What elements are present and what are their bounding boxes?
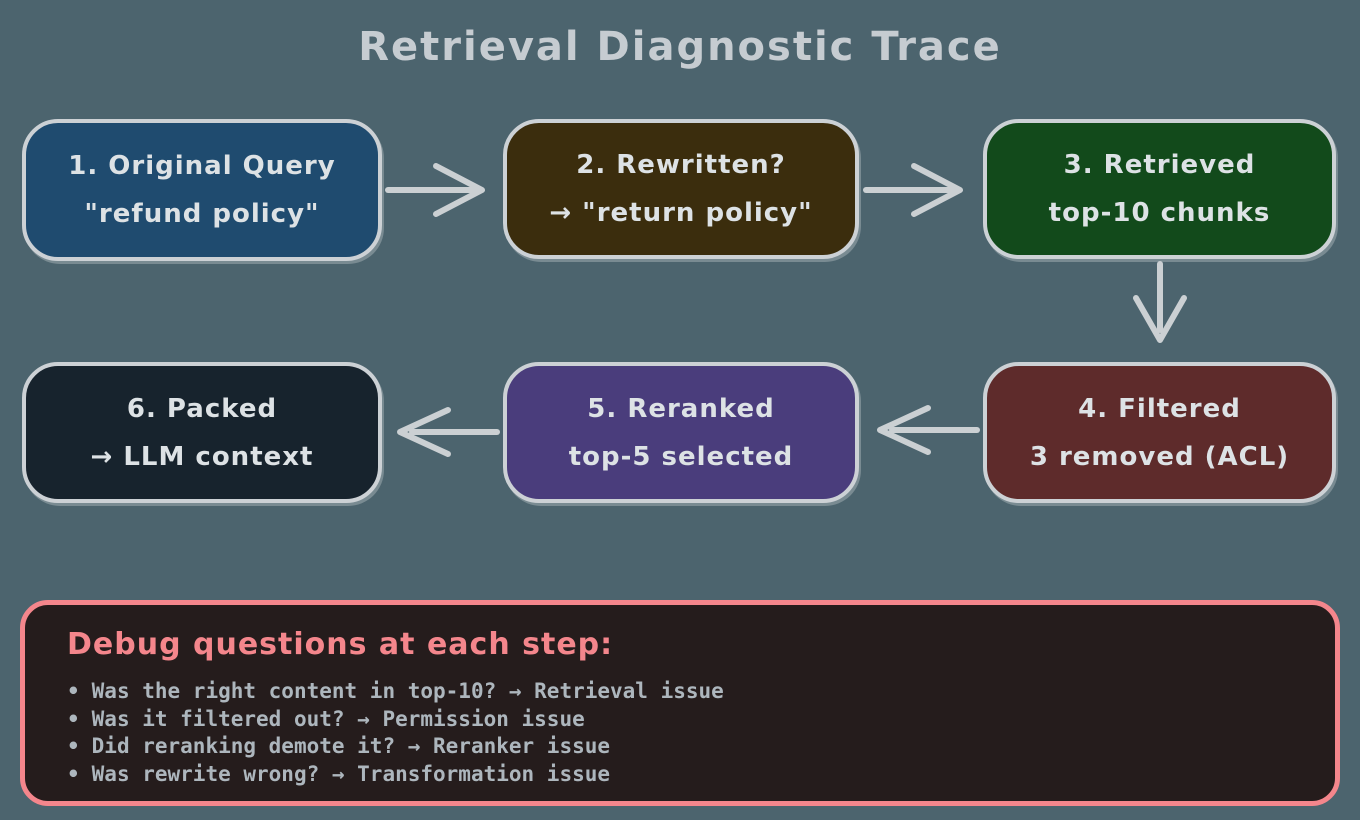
flow-node-packed: 6. Packed → LLM context — [22, 362, 382, 503]
arrow-left-4-to-5-icon — [877, 405, 980, 455]
flow-node-reranked: 5. Reranked top-5 selected — [503, 362, 859, 503]
node-line2: top-10 chunks — [1048, 198, 1271, 228]
debug-question-item: • Was rewrite wrong? → Transformation iss… — [67, 761, 1335, 789]
debug-question-item: • Was the right content in top-10? → Retr… — [67, 678, 1335, 706]
debug-question-text: Was rewrite wrong? → Transformation issu… — [91, 761, 611, 786]
bullet-icon: • — [67, 761, 80, 786]
arrow-right-2-to-3-icon — [863, 163, 963, 217]
debug-question-text: Was it filtered out? → Permission issue — [91, 706, 585, 731]
arrow-down-3-to-4-icon — [1133, 261, 1187, 343]
debug-panel-title: Debug questions at each step: — [67, 627, 614, 662]
node-line1: 4. Filtered — [1078, 393, 1241, 424]
node-line2: → LLM context — [90, 441, 314, 472]
node-line2: "refund policy" — [84, 199, 320, 229]
node-line1: 3. Retrieved — [1063, 150, 1256, 180]
flow-node-retrieved: 3. Retrieved top-10 chunks — [983, 119, 1336, 259]
bullet-icon: • — [67, 679, 80, 703]
debug-question-text: Did reranking demote it? → Reranker issu… — [91, 734, 611, 758]
node-line1: 6. Packed — [126, 393, 278, 424]
node-line1: 2. Rewritten? — [576, 150, 786, 180]
debug-questions-panel: Debug questions at each step: • Was the r… — [20, 600, 1340, 806]
debug-question-item: • Was it filtered out? → Permission issue — [67, 706, 1335, 734]
flow-node-rewritten: 2. Rewritten? → "return policy" — [503, 119, 859, 259]
node-line1: 1. Original Query — [68, 151, 336, 181]
debug-question-item: • Did reranking demote it? → Reranker iss… — [67, 733, 1335, 761]
page-title: Retrieval Diagnostic Trace — [358, 24, 1002, 70]
node-line2: top-5 selected — [568, 441, 794, 472]
node-line1: 5. Reranked — [587, 393, 775, 424]
node-line2: 3 removed (ACL) — [1029, 441, 1290, 472]
flow-node-original-query: 1. Original Query "refund policy" — [22, 119, 382, 261]
arrow-left-5-to-6-icon — [397, 407, 500, 457]
bullet-icon: • — [67, 706, 80, 731]
bullet-icon: • — [67, 734, 80, 758]
debug-question-text: Was the right content in top-10? → Retri… — [91, 679, 724, 703]
flow-node-filtered: 4. Filtered 3 removed (ACL) — [983, 362, 1336, 503]
debug-question-list: • Was the right content in top-10? → Retr… — [67, 678, 1335, 788]
node-line2: → "return policy" — [549, 198, 813, 228]
arrow-right-1-to-2-icon — [385, 163, 485, 217]
